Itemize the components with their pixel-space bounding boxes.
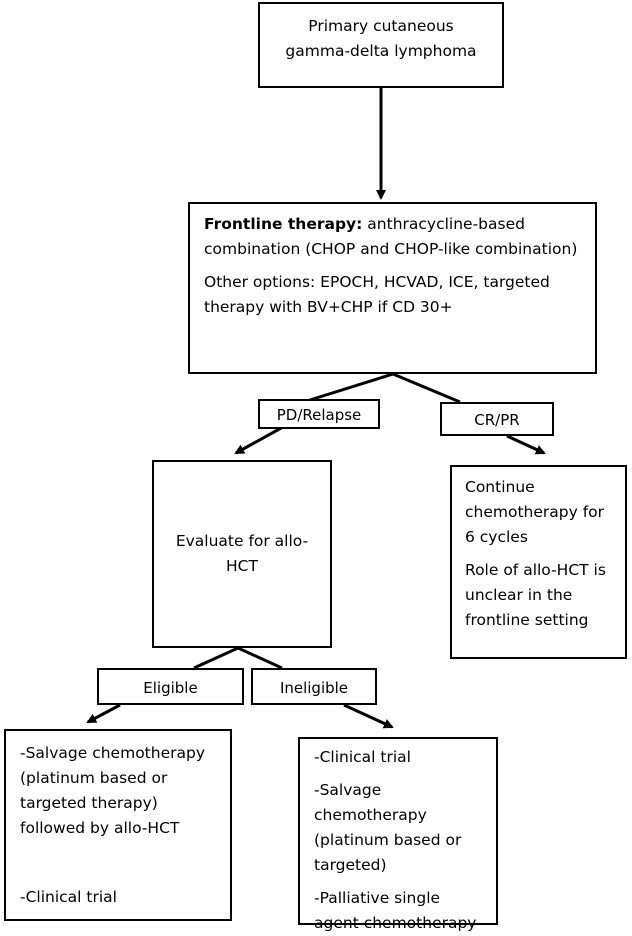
frontline-bold-label: Frontline therapy: xyxy=(204,215,363,233)
arrow-to-continue xyxy=(506,434,546,455)
ineligible-palliative-text: -Palliative single agent chemotherapy xyxy=(314,889,477,932)
label-cr-pr: CR/PR xyxy=(440,402,554,436)
frontline-other-options: Other options: EPOCH, HCVAD, ICE, target… xyxy=(204,273,550,316)
branch-eligible xyxy=(193,646,239,670)
arrow-to-ineligible-tx xyxy=(343,703,394,729)
branch-pd-relapse xyxy=(309,372,394,402)
eligible-treatment-box: -Salvage chemotherapy (platinum based or… xyxy=(4,729,232,921)
label-pd-relapse: PD/Relapse xyxy=(258,399,380,429)
role-allo-hct-text: Role of allo-HCT is unclear in the front… xyxy=(465,561,606,629)
ineligible-treatment-box: -Clinical trial -Salvage chemotherapy (p… xyxy=(298,737,498,932)
label-ineligible: Ineligible xyxy=(251,668,377,705)
ineligible-clinical-trial-text: -Clinical trial xyxy=(314,748,411,766)
frontline-therapy-box: Frontline therapy: anthracycline-based c… xyxy=(188,202,597,374)
continue-chemotherapy-box: Continue chemotherapy for 6 cycles Role … xyxy=(450,465,627,659)
arrow-to-evaluate xyxy=(234,425,284,455)
branch-ineligible xyxy=(237,646,283,670)
branch-cr-pr xyxy=(392,372,461,404)
evaluate-text: Evaluate for allo-HCT xyxy=(175,532,309,575)
root-text: Primary cutaneous gamma-delta lymphoma xyxy=(285,17,477,60)
continue-text: Continue chemotherapy for 6 cycles xyxy=(465,478,605,546)
eligible-clinical-trial-text: -Clinical trial xyxy=(20,888,117,906)
ineligible-salvage-text: -Salvage chemotherapy (platinum based or… xyxy=(314,781,462,874)
label-eligible: Eligible xyxy=(97,668,244,705)
arrow-to-eligible-tx xyxy=(86,703,121,724)
evaluate-allo-hct-box: Evaluate for allo-HCT xyxy=(152,460,332,648)
root-box: Primary cutaneous gamma-delta lymphoma xyxy=(258,2,504,88)
eligible-salvage-text: -Salvage chemotherapy (platinum based or… xyxy=(20,744,205,837)
frontline-description: anthracycline-based combination (CHOP an… xyxy=(204,215,578,258)
frontline-text: Frontline therapy: anthracycline-based c… xyxy=(204,212,585,262)
